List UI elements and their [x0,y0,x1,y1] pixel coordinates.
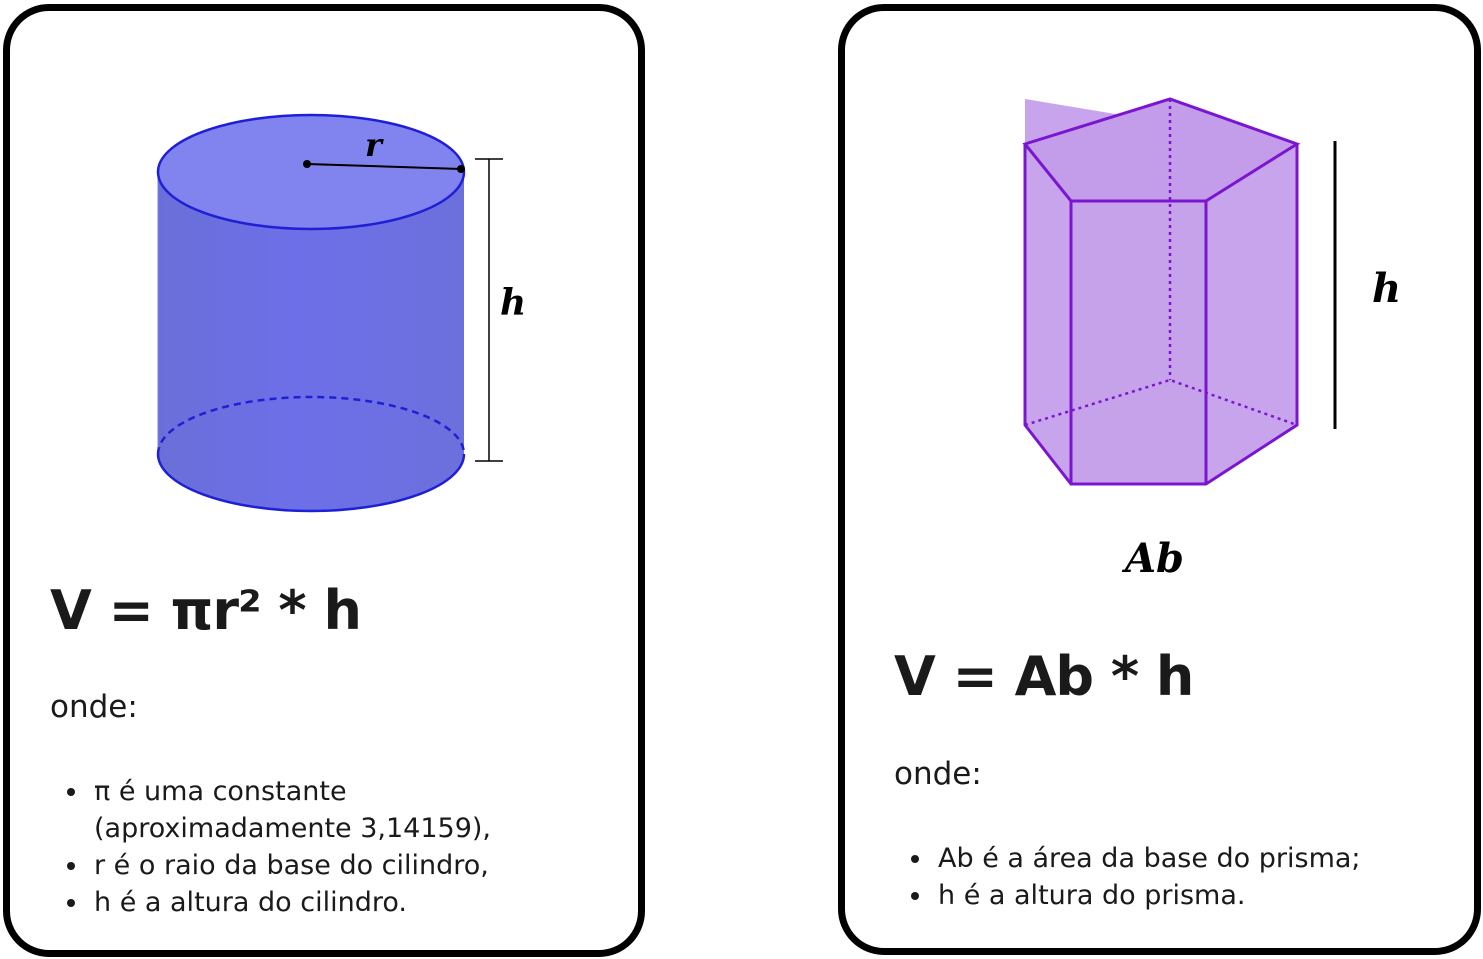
prism-formula: V = Ab * h [894,645,1194,708]
prism-front-face [1071,201,1206,484]
radius-end-point [457,165,465,173]
cylinder-definitions: π é uma constante (aproximadamente 3,141… [56,773,560,921]
prism-figure: h Ab [1022,97,1401,582]
cylinder-top-face [156,113,466,231]
prism-hidden-base-edges [1024,378,1298,427]
cylinder-bottom-front-edge [156,453,466,513]
cylinder-figure: r h [156,113,526,513]
prism-definitions: Ab é a área da base do prisma; h é a alt… [900,840,1474,914]
cylinder-body [158,172,464,511]
list-item: π é uma constante (aproximadamente 3,141… [90,773,560,847]
cylinder-onde-label: onde: [50,689,138,725]
radius-line [306,163,462,170]
prism-visible-edges [1023,144,1299,486]
cylinder-formula: V = πr² * h [50,579,362,642]
cylinder-card: r h V = πr² * h onde: π é uma constante … [3,4,645,957]
base-area-label: Ab [1121,535,1184,582]
prism-onde-label: onde: [894,756,982,792]
list-item: h é a altura do prisma. [934,877,1474,914]
prism-height-label: h [1372,265,1401,312]
list-item: Ab é a área da base do prisma; [934,840,1474,877]
center-point [303,160,311,168]
list-item: h é a altura do cilindro. [90,884,560,921]
list-item: r é o raio da base do cilindro, [90,847,560,884]
radius-label: r [365,126,384,164]
cylinder-bottom-back-edge [156,395,466,455]
prism-top-face [1022,97,1301,203]
prism-card: h Ab V = Ab * h onde: Ab é a área da bas… [838,4,1481,955]
height-label: h [500,282,526,324]
